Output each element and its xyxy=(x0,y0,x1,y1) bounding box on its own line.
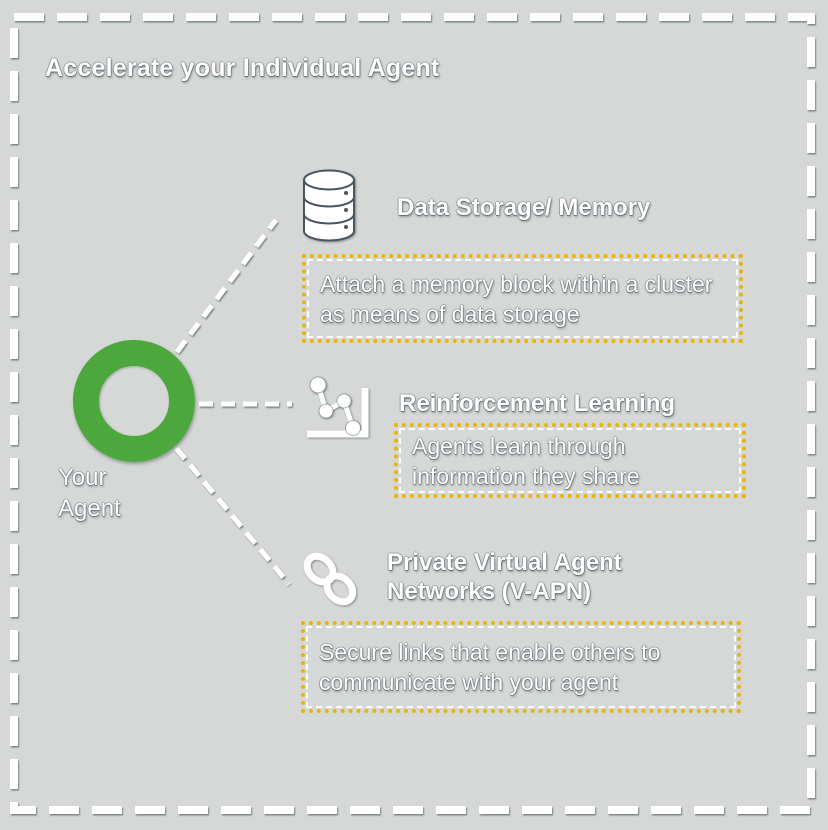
your-agent-label-line2: Agent xyxy=(58,495,121,522)
heading-data-storage: Data Storage/ Memory xyxy=(397,194,651,221)
database-icon xyxy=(303,169,355,242)
page-title: Accelerate your Individual Agent xyxy=(45,54,440,82)
note-box-data-storage: Attach a memory block within a cluster a… xyxy=(302,254,743,343)
heading-reinforcement-learning: Reinforcement Learning xyxy=(399,390,676,417)
line-chart-icon xyxy=(307,376,369,438)
note-text-reinforcement-learning: Agents learn through information they sh… xyxy=(412,432,640,489)
connector-line-storage xyxy=(175,218,278,354)
dashed-frame-border xyxy=(10,13,815,814)
note-box-reinforcement-learning: Agents learn through information they sh… xyxy=(394,423,746,498)
connector-line-networks xyxy=(174,446,291,586)
your-agent-label-line1: Your xyxy=(58,464,107,491)
note-box-vapn: Secure links that enable others to commu… xyxy=(301,621,741,713)
note-text-vapn: Secure links that enable others to commu… xyxy=(319,639,661,695)
chain-link-icon xyxy=(303,552,357,606)
your-agent-label: Your Agent xyxy=(58,462,121,524)
your-agent-ring xyxy=(73,340,195,462)
note-text-data-storage: Attach a memory block within a cluster a… xyxy=(320,270,713,327)
heading-vapn: Private Virtual Agent Networks (V-APN) xyxy=(387,549,622,605)
